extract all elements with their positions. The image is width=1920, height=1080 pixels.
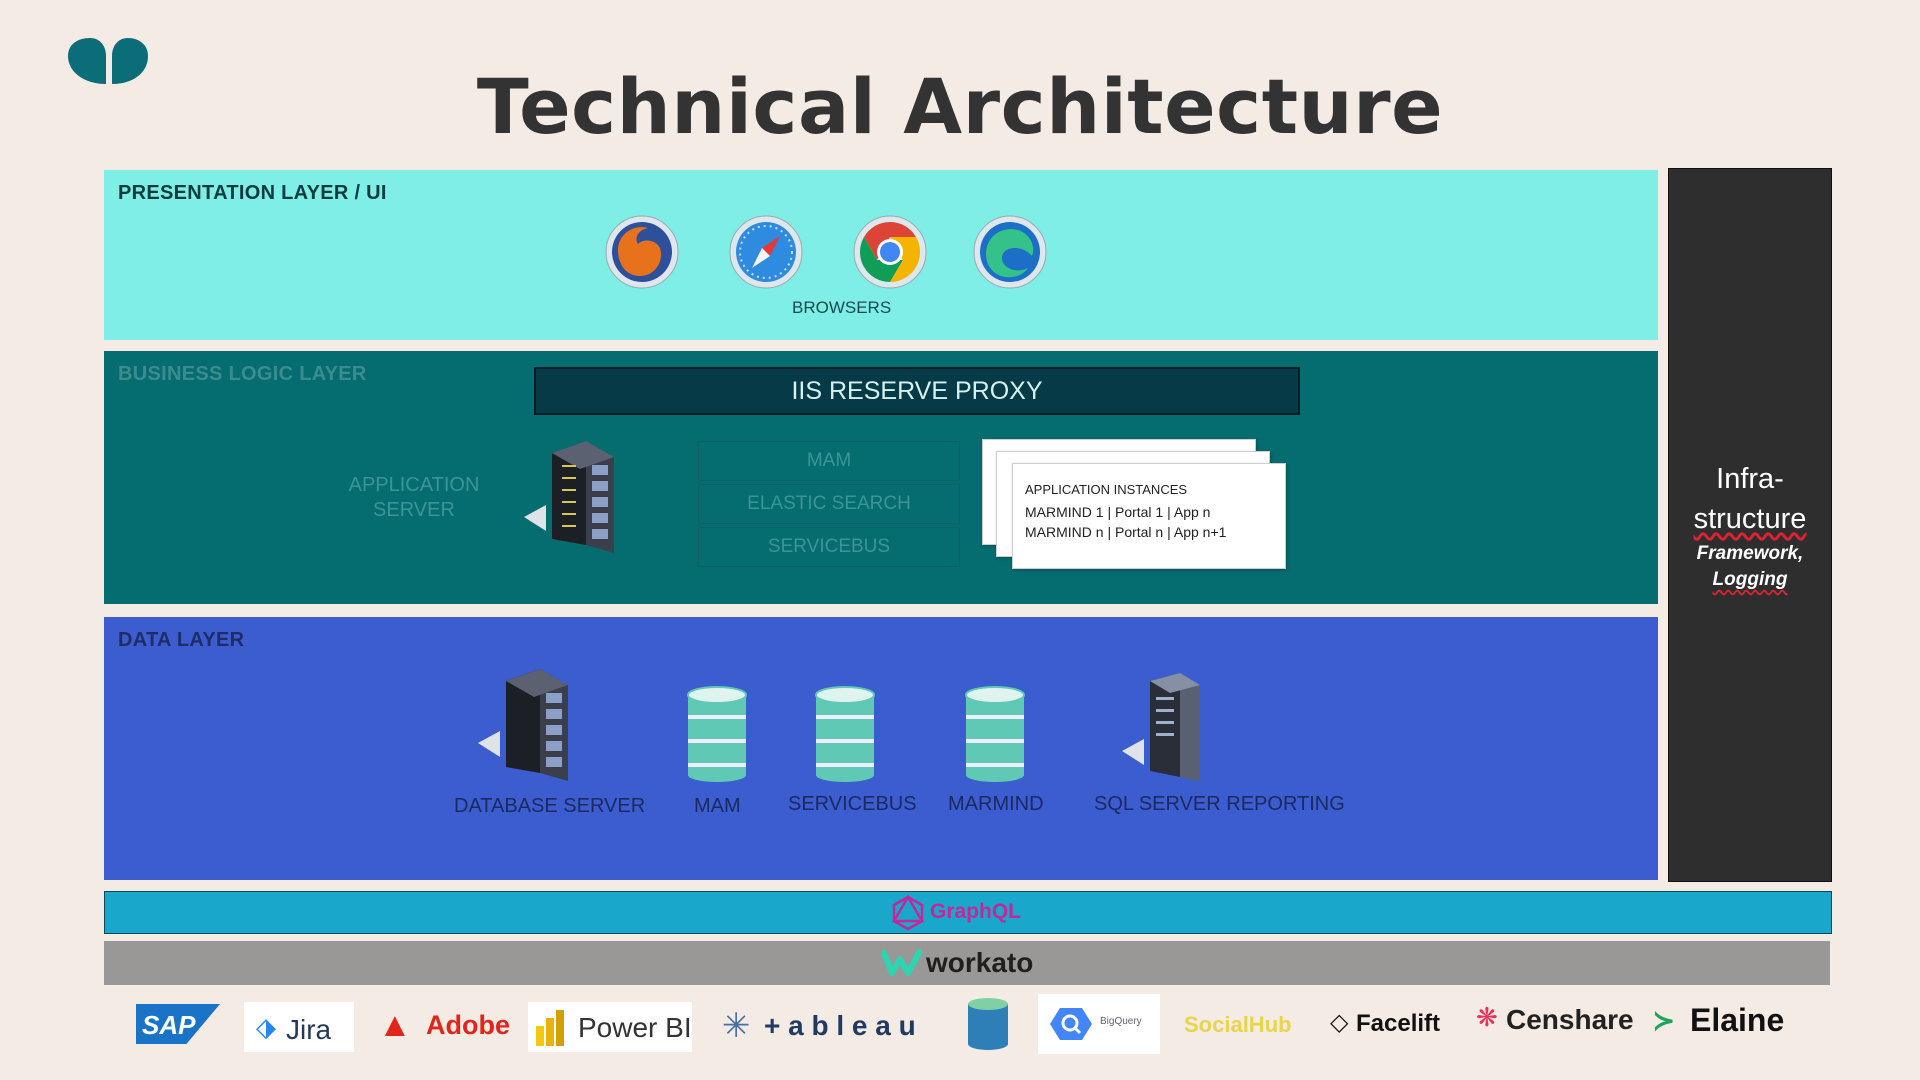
integrations-row: SAP ⬗ Jira ▲ Adobe Power BI ✳ + a b l e … xyxy=(0,990,1920,1070)
censhare-logo: ❋ Censhare xyxy=(1476,1002,1634,1035)
elaine-icon: ≻ xyxy=(1652,1005,1676,1036)
service-item: ELASTIC SEARCH xyxy=(698,484,960,524)
iis-reverse-proxy-box: IIS RESERVE PROXY xyxy=(534,367,1300,415)
data-item-label: DATABASE SERVER xyxy=(454,795,646,817)
jira-icon: ⬗ xyxy=(256,1012,276,1042)
workato-bar: workato xyxy=(104,941,1830,985)
tableau-icon: ✳ xyxy=(722,1007,751,1045)
infra-subtitle: Framework, Logging xyxy=(1696,543,1804,590)
app-server-label: APPLICATION SERVER xyxy=(348,474,480,521)
infra-title: Infra- structure xyxy=(1693,463,1807,535)
data-item-label: MARMIND xyxy=(948,793,1044,815)
facelift-icon: ◇ xyxy=(1330,1009,1349,1036)
marmind-database-icon xyxy=(965,686,1025,782)
application-instances-card: APPLICATION INSTANCES MARMIND 1 | Portal… xyxy=(1012,463,1286,569)
graphql-label: GraphQL xyxy=(930,900,1022,923)
socialhub-logo: SocialHub xyxy=(1184,1012,1292,1037)
sql-server-reporting-icon xyxy=(1122,673,1200,781)
edge-icon xyxy=(973,215,1047,289)
powerbi-logo: Power BI xyxy=(528,1002,692,1052)
graphql-bar: GraphQL xyxy=(104,891,1832,934)
browsers-label: BROWSERS xyxy=(792,298,892,317)
database-server-icon xyxy=(478,669,568,781)
tableau-logo: ✳ + a b l e a u xyxy=(722,1007,916,1045)
services-list: MAM ELASTIC SEARCH SERVICEBUS xyxy=(698,441,960,570)
workato-label: workato xyxy=(926,947,1034,978)
safari-icon xyxy=(729,215,803,289)
workato-icon xyxy=(882,949,922,976)
brand-logo-icon xyxy=(68,38,148,84)
presentation-layer: PRESENTATION LAYER / UI BROWSERS xyxy=(104,170,1658,340)
graphql-icon xyxy=(891,894,925,931)
application-server-icon xyxy=(524,441,614,553)
business-logic-layer: BUSINESS LOGIC LAYER IIS RESERVE PROXY A… xyxy=(104,351,1658,604)
service-item: SERVICEBUS xyxy=(698,527,960,567)
data-item-label: SERVICEBUS xyxy=(788,793,917,815)
presentation-layer-label: PRESENTATION LAYER / UI xyxy=(118,182,387,204)
firefox-icon xyxy=(605,215,679,289)
azure-database-icon xyxy=(968,998,1008,1050)
infrastructure-column: Infra- structure Framework, Logging xyxy=(1668,168,1832,882)
jira-logo: ⬗ Jira xyxy=(244,1002,354,1052)
data-item-label: MAM xyxy=(694,795,741,817)
data-layer-label: DATA LAYER xyxy=(118,629,245,651)
instance-line: MARMIND n | Portal n | App n+1 xyxy=(1025,524,1227,540)
chrome-icon xyxy=(853,215,927,289)
adobe-logo: ▲ Adobe xyxy=(378,1006,510,1044)
censhare-icon: ❋ xyxy=(1476,1002,1498,1032)
mam-database-icon xyxy=(687,686,747,782)
elaine-logo: ≻ Elaine xyxy=(1652,1002,1785,1038)
instance-line: MARMIND 1 | Portal 1 | App n xyxy=(1025,504,1211,520)
data-layer: DATA LAYER DATABASE SERVER xyxy=(104,617,1658,880)
page-title: Technical Architecture xyxy=(476,62,1444,151)
bigquery-icon xyxy=(1050,1008,1092,1040)
instances-title: APPLICATION INSTANCES xyxy=(1025,482,1188,497)
servicebus-database-icon xyxy=(815,686,875,782)
powerbi-icon xyxy=(536,1010,564,1046)
sap-logo: SAP xyxy=(136,1004,220,1044)
business-layer-label: BUSINESS LOGIC LAYER xyxy=(118,363,367,385)
adobe-icon: ▲ xyxy=(378,1006,412,1044)
service-item: MAM xyxy=(698,441,960,481)
facelift-logo: ◇ Facelift xyxy=(1330,1009,1441,1037)
data-item-label: SQL SERVER REPORTING xyxy=(1094,793,1345,815)
bigquery-logo: BigQuery xyxy=(1038,994,1160,1054)
